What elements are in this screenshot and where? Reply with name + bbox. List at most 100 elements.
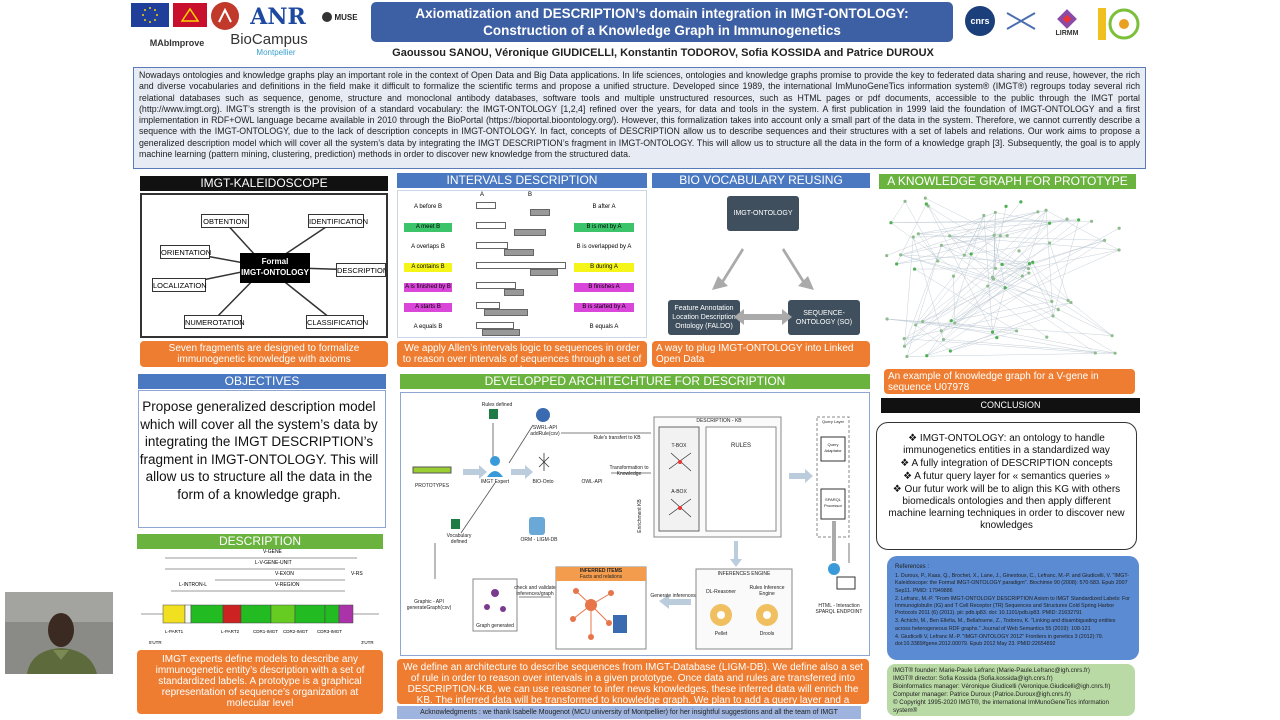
- kg-edge: [913, 236, 944, 340]
- kg-edge: [951, 285, 988, 321]
- interval-bar-3-1: [530, 269, 558, 276]
- interval-bar-6-1: [482, 329, 520, 336]
- imgt-logo: [1093, 3, 1145, 45]
- kaleidoscope-box-identification: IDENTIFICATION: [308, 214, 368, 228]
- kg-node: [948, 349, 952, 353]
- kg-node: [1027, 262, 1032, 266]
- kg-edge: [949, 235, 1006, 288]
- kg-node: [1066, 298, 1070, 303]
- desc-label-cdr1: CDR1-IMGT: [253, 629, 278, 634]
- presenter-image: [5, 592, 113, 674]
- kg-node: [1093, 351, 1097, 355]
- interval-right-5: B is started by A: [574, 303, 634, 312]
- interval-right-3: B during A: [574, 263, 634, 272]
- kg-node: [992, 233, 996, 237]
- kg-edge: [918, 211, 1038, 235]
- conclusion-item: ❖ A fully integration of DESCRIPTION con…: [900, 458, 1113, 469]
- interval-right-6: B equals A: [574, 323, 634, 332]
- kg-edge: [900, 211, 1038, 256]
- interval-bar-0-0: [476, 202, 496, 209]
- interval-col-b: B: [528, 192, 533, 198]
- desc-label-v-gene: V-GENE: [263, 549, 282, 555]
- kg-node: [936, 259, 940, 263]
- kg-edge: [983, 215, 993, 333]
- kg-edge: [993, 235, 1006, 288]
- kg-edge: [954, 322, 1116, 354]
- desc-segment-0: [162, 604, 186, 624]
- desc-label-l-intron-l: L-INTRON-L: [179, 582, 208, 588]
- arch-rules-defined: Rules defined: [481, 402, 513, 408]
- kg-edge: [1045, 210, 1054, 316]
- bio-node-imgt: IMGT-ONTOLOGY: [727, 196, 799, 231]
- kg-node: [1065, 217, 1069, 221]
- kg-edge: [904, 268, 996, 347]
- contacts-list: IMGT® founder: Marie-Paule Lefranc (Mari…: [893, 667, 1129, 715]
- desc-label-v-rs: V-RS: [351, 571, 363, 577]
- kg-edge: [971, 211, 1038, 255]
- kg-node: [986, 284, 990, 288]
- arch-tbox: T-BOX: [671, 443, 687, 449]
- university-logo: [211, 2, 239, 30]
- kg-edge: [950, 330, 1017, 352]
- kg-node: [924, 202, 928, 206]
- desc-label-3utr: 3'UTR: [361, 640, 374, 645]
- reference-item: 4. Giudicelli V, Lefranc M.-P. "IMGT-ONT…: [895, 633, 1104, 648]
- arch-enrichment: Enrichment KB: [637, 499, 643, 533]
- kg-node: [912, 267, 917, 271]
- kaleidoscope-box-obtention: OBTENTION: [201, 214, 249, 228]
- kg-node: [1051, 314, 1055, 318]
- eu-flag-logo: [131, 3, 169, 27]
- interval-bar-5-1: [484, 309, 528, 316]
- conclusion-list: ❖ IMGT-ONTOLOGY: an ontology to handle i…: [885, 433, 1128, 532]
- kg-node: [885, 317, 889, 321]
- arch-swrl: SWRL-API addRule(csv): [530, 425, 560, 437]
- kg-network: [885, 196, 1121, 359]
- kg-edge: [896, 242, 1050, 265]
- kg-edge: [949, 235, 1105, 241]
- kg-edge: [913, 235, 1001, 238]
- kg-edge: [906, 245, 942, 357]
- kg-node: [993, 266, 998, 270]
- desc-label-5utr: 5'UTR: [149, 640, 162, 645]
- desc-segment-6: [294, 604, 326, 624]
- description-diagram: V-GENE L-V-GENE-UNIT V-EXON V-RS L-INTRO…: [135, 549, 385, 647]
- kg-edge: [943, 339, 1116, 354]
- kaleidoscope-box-localization: LOCALIZATION: [152, 278, 207, 292]
- kg-edge: [904, 245, 942, 347]
- arch-dl-reasoner: DL-Reasoner: [706, 589, 736, 595]
- kg-node: [889, 221, 893, 225]
- arch-pellet: Pellet: [714, 631, 728, 637]
- kg-node: [990, 275, 994, 279]
- interval-bar-4-1: [504, 289, 524, 296]
- arch-rules: RULES: [730, 443, 751, 449]
- kg-node: [949, 319, 953, 323]
- kg-node: [921, 320, 925, 324]
- kg-edge: [918, 233, 938, 262]
- kg-node: [1069, 300, 1073, 305]
- arch-inference-engine: INFERENCES ENGINE: [717, 571, 771, 577]
- kg-edge: [1005, 287, 1116, 354]
- desc-segment-2: [190, 604, 224, 624]
- interval-right-0: B after A: [574, 203, 634, 212]
- desc-label-l-part1: L-PART1: [165, 629, 184, 634]
- interval-bar-3-0: [476, 262, 566, 269]
- architecture-caption: We define an architecture to describe se…: [397, 659, 869, 704]
- kg-node: [1056, 308, 1060, 312]
- kg-node: [962, 253, 966, 257]
- objectives-header: OBJECTIVES: [138, 374, 386, 389]
- conclusion-item: ❖ A futur query layer for « semantics qu…: [903, 471, 1110, 482]
- kg-node: [902, 337, 906, 341]
- interval-bar-1-1: [514, 229, 546, 236]
- kg-edge: [949, 235, 1029, 269]
- desc-segment-7: [324, 604, 340, 624]
- kg-node: [895, 262, 899, 266]
- interval-bar-2-0: [476, 242, 508, 249]
- authors: Gaoussou SANOU, Véronique GIUDICELLI, Ko…: [392, 47, 934, 59]
- kaleidoscope-caption: Seven fragments are designed to formaliz…: [140, 341, 388, 367]
- kg-node: [1014, 329, 1019, 333]
- kg-node: [1113, 351, 1117, 355]
- interval-bar-1-0: [476, 222, 506, 229]
- kg-node: [1117, 248, 1121, 252]
- kg-edge: [1029, 263, 1054, 317]
